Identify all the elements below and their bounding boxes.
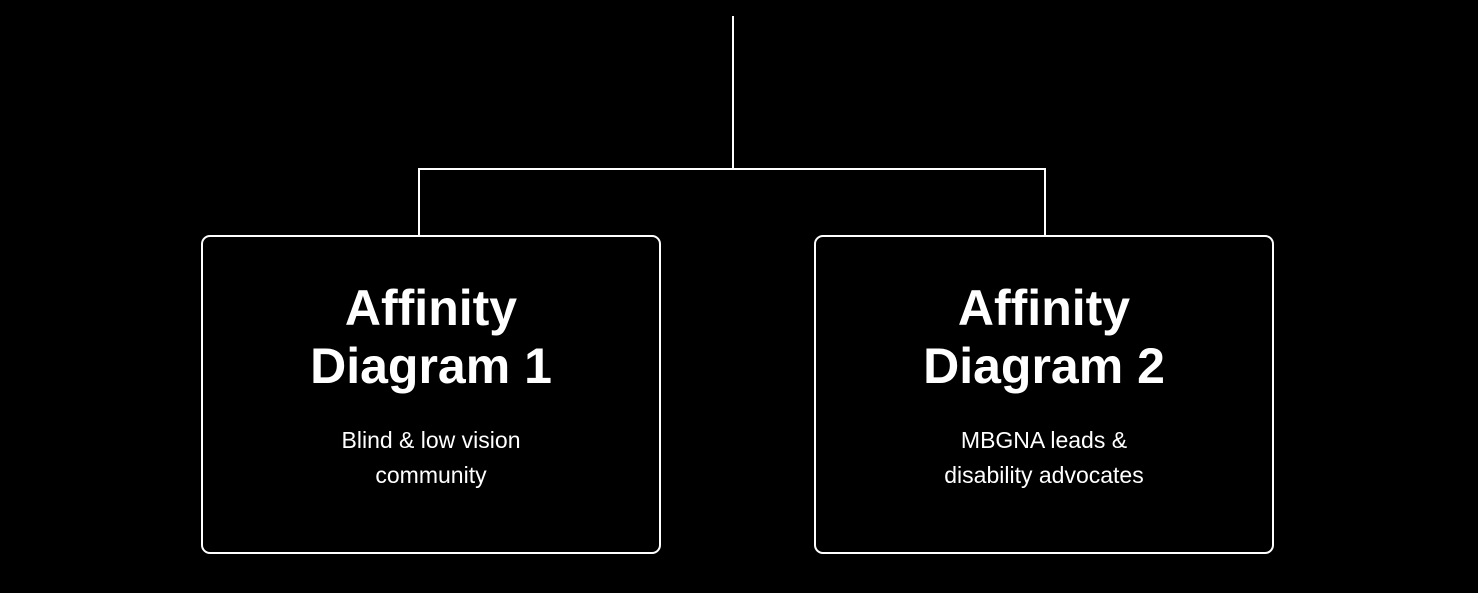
affinity-diagram-2-title: Affinity Diagram 2 xyxy=(923,280,1165,394)
affinity-diagram-2-subtitle: MBGNA leads & disability advocates xyxy=(944,427,1144,488)
affinity-diagram-2-card: Affinity Diagram 2 MBGNA leads & disabil… xyxy=(814,235,1274,554)
affinity-diagram-1-subtitle: Blind & low vision community xyxy=(341,427,521,488)
affinity-diagram-1-card: Affinity Diagram 1 Blind & low vision co… xyxy=(201,235,661,554)
affinity-diagram-1-title: Affinity Diagram 1 xyxy=(310,280,552,394)
